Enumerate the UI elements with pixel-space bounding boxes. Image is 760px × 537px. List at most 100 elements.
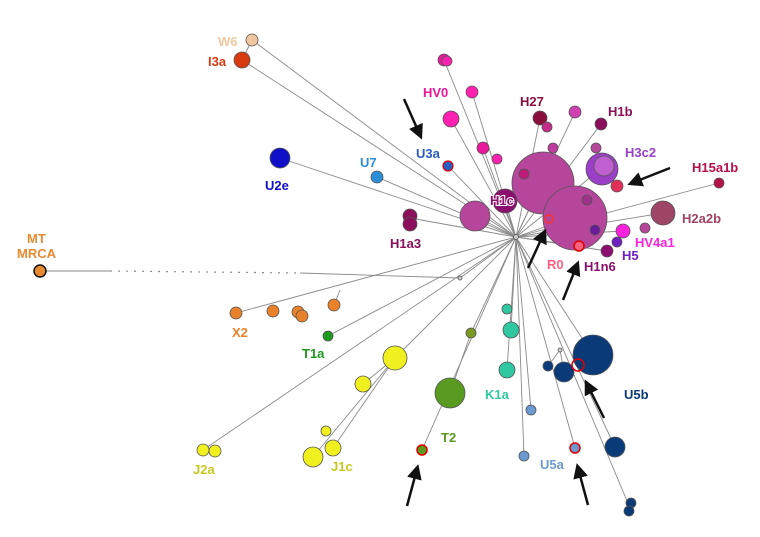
junction-node bbox=[513, 234, 519, 240]
j2a-node bbox=[196, 443, 210, 457]
h5-node bbox=[611, 236, 623, 248]
label-h2a2b: H2a2b bbox=[682, 211, 721, 226]
label-mt: MT bbox=[27, 231, 46, 246]
label-u5b: U5b bbox=[624, 387, 649, 402]
u5b-reconstructed-node bbox=[571, 358, 585, 372]
network-edges bbox=[202, 39, 720, 509]
label-h27: H27 bbox=[520, 94, 544, 109]
w6-node bbox=[245, 33, 259, 47]
u7-node bbox=[370, 170, 384, 184]
label-j2a: J2a bbox=[193, 462, 215, 477]
u5b-node bbox=[553, 361, 575, 383]
label-hv0: HV0 bbox=[423, 85, 448, 100]
h3c2-node bbox=[593, 155, 615, 177]
j1c-node bbox=[320, 425, 332, 437]
label-h1b: H1b bbox=[608, 104, 633, 119]
u5b-node bbox=[572, 334, 614, 376]
label-h1a3: H1a3 bbox=[390, 236, 421, 251]
hv-node bbox=[465, 85, 479, 99]
label-i3a: I3a bbox=[208, 54, 227, 69]
h27-node bbox=[532, 110, 548, 126]
h2a2b-node bbox=[650, 200, 676, 226]
label-h3c2: H3c2 bbox=[625, 145, 656, 160]
label-mrca: MRCA bbox=[17, 246, 57, 261]
r0-reconstructed-node bbox=[544, 214, 554, 224]
mrca-dotted-branch bbox=[40, 270, 301, 274]
label-hv4a1: HV4a1 bbox=[635, 235, 675, 250]
j-node bbox=[382, 345, 408, 371]
label-x2: X2 bbox=[232, 325, 248, 340]
u5b-node bbox=[623, 505, 635, 517]
h-node bbox=[518, 168, 530, 180]
hv-node bbox=[476, 141, 490, 155]
arrow-u5a bbox=[573, 463, 590, 506]
h-node bbox=[610, 179, 624, 193]
u2e-node bbox=[269, 147, 291, 169]
label-h1n6: H1n6 bbox=[584, 259, 616, 274]
label-t1a: T1a bbox=[302, 346, 325, 361]
junction-node bbox=[457, 275, 463, 281]
hv4a1-node bbox=[615, 223, 631, 239]
label-u2e: U2e bbox=[265, 178, 289, 193]
label-u3a: U3a bbox=[416, 146, 441, 161]
u5b-node bbox=[604, 436, 626, 458]
k1a-node bbox=[498, 361, 516, 379]
x2-node bbox=[327, 298, 341, 312]
label-h5: H5 bbox=[622, 248, 639, 263]
h-node bbox=[459, 200, 491, 232]
h-node bbox=[589, 224, 601, 236]
k1a-node bbox=[501, 303, 513, 315]
h1b-node bbox=[594, 117, 608, 131]
r0-node bbox=[573, 240, 585, 252]
k1a-node bbox=[502, 321, 520, 339]
label-u7: U7 bbox=[360, 155, 377, 170]
network-nodes bbox=[33, 33, 725, 517]
j-node bbox=[354, 375, 372, 393]
h27-node bbox=[541, 121, 553, 133]
label-h15a1b: H15a1b bbox=[692, 160, 738, 175]
h15a1b-node bbox=[713, 177, 725, 189]
t2-node bbox=[434, 377, 466, 409]
hv-node bbox=[442, 110, 460, 128]
arrow-h3c2 bbox=[627, 166, 671, 187]
arrow-t2 bbox=[405, 464, 422, 507]
label-u5a: U5a bbox=[540, 457, 565, 472]
u5a-node bbox=[525, 404, 537, 416]
label-t2: T2 bbox=[441, 430, 456, 445]
arrow-r0 bbox=[561, 260, 581, 301]
hv-node bbox=[491, 153, 503, 165]
j2a-node bbox=[208, 444, 222, 458]
u5a-node bbox=[569, 442, 581, 454]
junction-node bbox=[557, 347, 563, 353]
t2-node bbox=[465, 327, 477, 339]
h-node bbox=[590, 142, 602, 154]
h-node bbox=[568, 105, 582, 119]
j1c-node bbox=[302, 446, 324, 468]
u5a-node bbox=[518, 450, 530, 462]
label-w6: W6 bbox=[218, 34, 238, 49]
h-node bbox=[639, 222, 651, 234]
x2-node bbox=[229, 306, 243, 320]
hv0-node bbox=[441, 55, 453, 67]
u3a-node bbox=[442, 160, 454, 172]
x2-node bbox=[266, 304, 280, 318]
arrow-u3a bbox=[402, 98, 423, 140]
h-node bbox=[547, 142, 559, 154]
arrow-u5b bbox=[584, 379, 606, 419]
h1a3-node bbox=[402, 216, 418, 232]
t2-node bbox=[416, 444, 428, 456]
label-k1a: K1a bbox=[485, 387, 510, 402]
label-r0: R0 bbox=[547, 257, 564, 272]
i3a-node bbox=[233, 51, 251, 69]
x2-node bbox=[295, 309, 309, 323]
label-j1c: J1c bbox=[331, 459, 353, 474]
h-node bbox=[581, 194, 593, 206]
j1c-node bbox=[324, 439, 342, 457]
h1c-node bbox=[492, 188, 518, 214]
h1n6-node bbox=[600, 244, 614, 258]
t1a-node bbox=[322, 330, 334, 342]
u5b-node bbox=[542, 360, 554, 372]
arrow-r0-center bbox=[526, 228, 547, 269]
